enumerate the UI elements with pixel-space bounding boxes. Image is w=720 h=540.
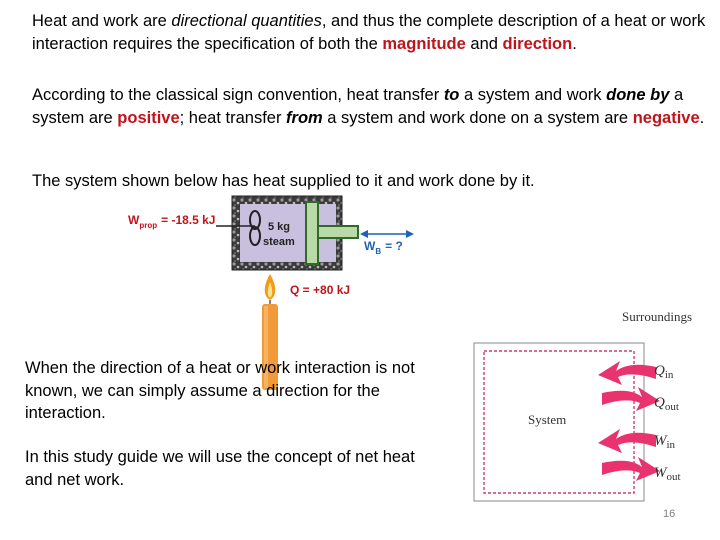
wb-label: WB= ? (364, 239, 403, 256)
work-in-label: Win (654, 433, 676, 451)
page-number: 16 (663, 508, 676, 520)
heat-in-arrow-icon (598, 361, 656, 385)
system-surroundings-figure: Surroundings System Qin Qout Win Wout (473, 309, 692, 502)
term-negative: negative (632, 108, 700, 127)
heat-out-label: Qout (654, 395, 679, 413)
system-substance: steam (263, 236, 295, 248)
system-label: System (528, 412, 566, 427)
boundary-work-arrow-icon (360, 230, 414, 238)
system-mass: 5 kg (268, 221, 290, 233)
paragraph-net-heat-work: In this study guide we will use the conc… (25, 448, 415, 489)
term-positive: positive (117, 108, 180, 127)
paddle-wheel-icon (216, 210, 261, 246)
work-in-arrow-icon (598, 429, 656, 453)
surroundings-box (473, 342, 645, 502)
wprop-label: Wprop= -18.5 kJ (128, 213, 215, 230)
heat-out-arrow-icon (602, 387, 660, 411)
piston-rod (317, 225, 359, 239)
candle-figure (262, 274, 278, 390)
surroundings-label: Surroundings (622, 309, 692, 324)
piston-head (305, 201, 319, 265)
paragraph-system-shown: The system shown below has heat supplied… (32, 172, 535, 190)
paragraph-assume-direction: When the direction of a heat or work int… (25, 359, 415, 422)
term-direction: direction (502, 34, 573, 53)
term-magnitude: magnitude (382, 34, 466, 53)
heat-in-label: Qin (654, 363, 674, 381)
term-directional-quantities: directional quantities (171, 12, 322, 30)
paragraph-directional-quantities: Heat and work are directional quantities… (32, 12, 706, 53)
paragraph-sign-convention: According to the classical sign conventi… (32, 86, 705, 127)
piston-cylinder-figure: 5 kg steam Wprop= -18.5 kJ WB= ? Q = +80… (128, 195, 414, 297)
work-out-arrow-icon (602, 457, 660, 481)
work-out-label: Wout (654, 465, 681, 483)
flame-icon (264, 274, 276, 300)
heat-label: Q = +80 kJ (290, 283, 350, 297)
system-boundary (483, 350, 635, 494)
